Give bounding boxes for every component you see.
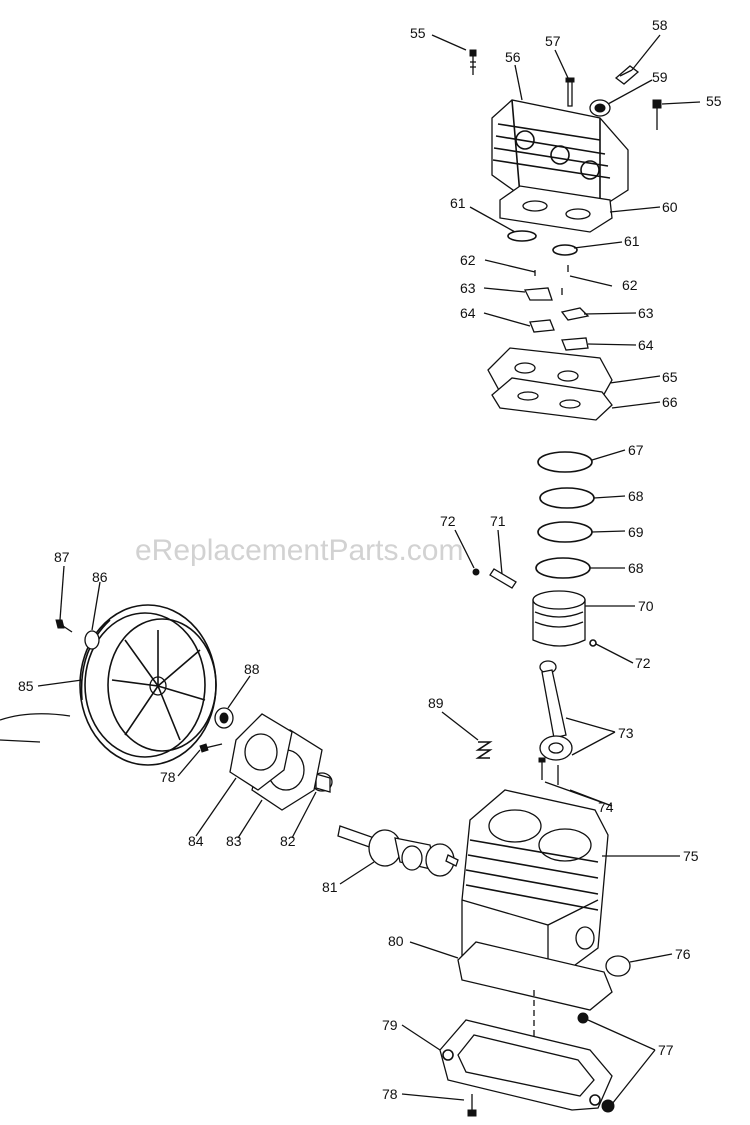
label-89: 89	[428, 695, 444, 711]
bolt-78-bottom	[467, 1094, 477, 1117]
label-57: 57	[545, 33, 561, 49]
leader-lines	[37, 34, 701, 1105]
label-74: 74	[598, 799, 614, 815]
label-80: 80	[388, 933, 404, 949]
label-63-left: 63	[460, 280, 476, 296]
connecting-rod-73	[539, 660, 573, 761]
label-58: 58	[652, 17, 668, 33]
label-63-right: 63	[638, 305, 654, 321]
crankshaft-81	[337, 825, 459, 877]
label-88: 88	[244, 661, 260, 677]
clip-72-left	[472, 568, 480, 576]
label-72-left: 72	[440, 513, 456, 529]
label-70: 70	[638, 598, 654, 614]
nut-77-top	[577, 1012, 589, 1024]
bolts-74	[538, 757, 559, 785]
label-83: 83	[226, 833, 242, 849]
spring-89	[475, 741, 493, 759]
bolt-78-left	[199, 743, 223, 753]
wrist-pin-71	[489, 568, 517, 589]
crankcase-75	[461, 789, 609, 986]
label-71: 71	[490, 513, 506, 529]
label-68-bottom: 68	[628, 560, 644, 576]
gasket-60	[499, 185, 613, 233]
label-76: 76	[675, 946, 691, 962]
label-78-bottom: 78	[382, 1086, 398, 1102]
label-61-left: 61	[450, 195, 466, 211]
valve-parts-right	[552, 244, 590, 351]
ring-68-bottom	[535, 557, 591, 579]
label-67: 67	[628, 442, 644, 458]
bearing-plate-83	[251, 729, 323, 811]
fitting-58	[614, 65, 640, 85]
label-86: 86	[92, 569, 108, 585]
gasket-66	[491, 377, 613, 421]
watermark: eReplacementParts.com	[135, 534, 463, 567]
label-59: 59	[652, 69, 668, 85]
label-72-right: 72	[635, 655, 651, 671]
label-61-right: 61	[624, 233, 640, 249]
nut-77-bottom	[601, 1099, 615, 1113]
label-78-left: 78	[160, 769, 176, 785]
label-64-right: 64	[638, 337, 654, 353]
ring-67	[537, 451, 593, 473]
plug-55-left	[469, 49, 477, 75]
label-65: 65	[662, 369, 678, 385]
plug-55-right	[652, 99, 662, 130]
label-73: 73	[618, 725, 634, 741]
flywheel-85	[79, 604, 217, 766]
label-75: 75	[683, 848, 699, 864]
label-81: 81	[322, 879, 338, 895]
label-85: 85	[18, 678, 34, 694]
bolt-57	[565, 77, 575, 107]
piston-70	[532, 590, 586, 647]
label-62-right: 62	[622, 277, 638, 293]
edge-marks	[0, 713, 71, 743]
label-79: 79	[382, 1017, 398, 1033]
label-84: 84	[188, 833, 204, 849]
label-68-top: 68	[628, 488, 644, 504]
base-plate-79	[439, 1019, 613, 1111]
cylinder-head-56	[491, 99, 629, 209]
gasket-80	[457, 941, 613, 1011]
label-55-left: 55	[410, 25, 426, 41]
bolt-87	[55, 619, 73, 633]
fitting-59	[589, 99, 611, 117]
ring-68-top	[539, 487, 595, 509]
label-69: 69	[628, 524, 644, 540]
ring-69	[537, 521, 593, 543]
valve-parts-left	[507, 230, 555, 333]
key-86	[84, 630, 100, 650]
part-labels: 55 56 57 58 59 55 60 61 61 62 62 63 63 6…	[18, 17, 722, 1102]
label-62-left: 62	[460, 252, 476, 268]
plug-76	[605, 955, 631, 977]
label-60: 60	[662, 199, 678, 215]
label-55-right: 55	[706, 93, 722, 109]
gasket-84	[229, 713, 293, 791]
clip-72-right	[589, 639, 597, 647]
label-64-left: 64	[460, 305, 476, 321]
label-82: 82	[280, 833, 296, 849]
label-87: 87	[54, 549, 70, 565]
label-77: 77	[658, 1042, 674, 1058]
label-66: 66	[662, 394, 678, 410]
label-56: 56	[505, 49, 521, 65]
oil-seal-88	[214, 707, 234, 729]
